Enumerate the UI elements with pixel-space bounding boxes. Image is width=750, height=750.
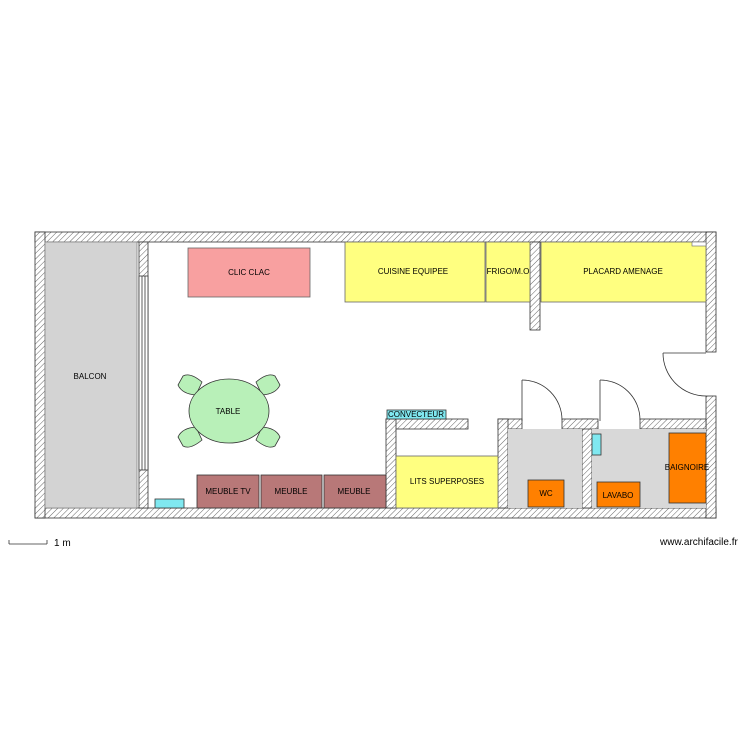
lavabo [596, 481, 641, 508]
meuble-tv [196, 474, 260, 509]
baignoire [668, 432, 707, 504]
convecteur-label: CONVECTEUR [388, 410, 444, 419]
wc-label: WC [539, 489, 553, 498]
scale-bar [8, 540, 48, 545]
placard-amenage [540, 241, 707, 303]
table-label: TABLE [216, 407, 241, 416]
meuble-1-label: MEUBLE [275, 487, 308, 496]
scale-label: 1 m [54, 538, 71, 549]
frigo-label: FRIGO/M.O [487, 267, 530, 276]
table [188, 378, 270, 444]
meuble-1 [260, 474, 323, 509]
lits-superposes [395, 455, 499, 509]
meuble-2-label: MEUBLE [338, 487, 371, 496]
cuisine-label: CUISINE EQUIPEE [378, 267, 448, 276]
balcon-label: BALCON [74, 372, 107, 381]
meuble-2 [323, 474, 387, 509]
convecteur [386, 409, 447, 420]
wc [527, 479, 565, 508]
lits-label: LITS SUPERPOSES [410, 477, 484, 486]
door-wc [521, 379, 563, 421]
cuisine-equipee [344, 241, 486, 303]
convecteur-balcon [154, 498, 185, 509]
placard-detail [691, 241, 707, 247]
lavabo-label: LAVABO [603, 491, 634, 500]
baignoire-label: BAIGNOIRE [665, 463, 709, 472]
door-entrance [662, 352, 707, 397]
clic-clac-label: CLIC CLAC [228, 268, 270, 277]
table-group: TABLE [177, 374, 281, 448]
door-bathroom [599, 379, 641, 421]
clic-clac [187, 247, 311, 298]
frigo [485, 241, 531, 303]
placard-label: PLACARD AMENAGE [583, 267, 663, 276]
outer-walls [34, 231, 717, 519]
meuble-tv-label: MEUBLE TV [205, 487, 251, 496]
watermark: www.archifacile.fr [660, 537, 738, 548]
convecteur-bathroom [591, 433, 602, 456]
balcon-area: BALCON [44, 241, 149, 509]
